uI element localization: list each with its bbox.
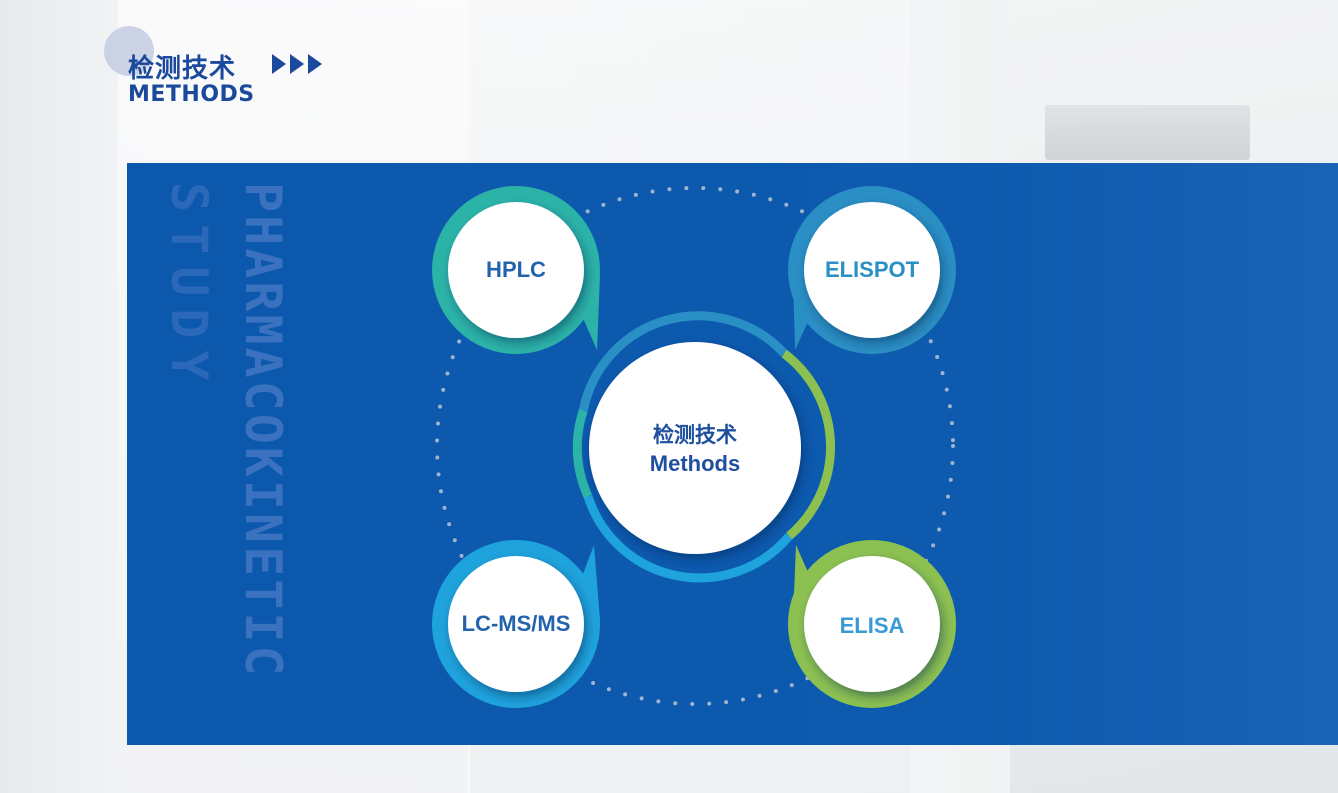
- node-label-elisa: ELISA: [839, 613, 905, 638]
- dotted-orbit: [435, 186, 955, 706]
- node-label-elispot: ELISPOT: [824, 257, 920, 282]
- side-text-pharmacokinetic: PHARMACOKINETIC: [234, 182, 292, 679]
- center-circle: [589, 342, 801, 554]
- elispot-disc: [804, 202, 940, 338]
- node-label-lcmsms: LC-MS/MS: [461, 611, 571, 636]
- center-title-en: Methods: [649, 451, 741, 476]
- section-title-en: METHODS: [128, 82, 255, 107]
- elisa-disc: [804, 556, 940, 692]
- center-ring: [572, 311, 835, 583]
- lcmsms-disc: [448, 556, 584, 692]
- background-lab-equipment: [1045, 105, 1250, 160]
- side-text-study: STUDY: [160, 182, 218, 393]
- center-title-cn: 检测技术: [653, 423, 737, 447]
- triple-arrow-icon: [272, 54, 322, 74]
- hplc-disc: [448, 202, 584, 338]
- header-decoration-circle: [104, 26, 154, 76]
- node-label-hplc: HPLC: [486, 257, 546, 282]
- section-title-cn: 检测技术: [128, 54, 237, 84]
